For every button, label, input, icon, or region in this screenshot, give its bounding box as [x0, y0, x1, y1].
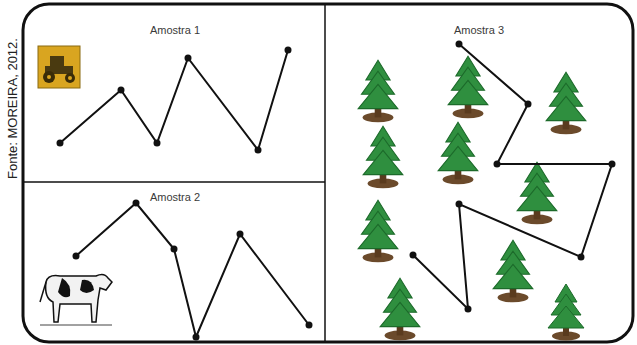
tree-group	[358, 56, 586, 340]
divider-line	[324, 5, 326, 341]
sample-path	[73, 200, 313, 341]
cow-icon	[40, 274, 112, 325]
sample-panel: Amostra 1	[26, 6, 324, 181]
sample-path	[57, 47, 292, 154]
divider-line	[24, 181, 325, 183]
sample-panel: Amostra 2	[26, 183, 324, 341]
panel-title: Amostra 1	[147, 24, 203, 37]
outer-frame	[23, 4, 633, 342]
panel-title: Amostra 3	[451, 24, 507, 37]
panel-title: Amostra 2	[147, 191, 203, 204]
source-note: Fonte: MOREIRA, 2012.	[4, 38, 19, 179]
sample-panel: Amostra 3	[326, 6, 632, 341]
sample-path	[410, 41, 616, 313]
tractor-icon	[38, 46, 80, 88]
